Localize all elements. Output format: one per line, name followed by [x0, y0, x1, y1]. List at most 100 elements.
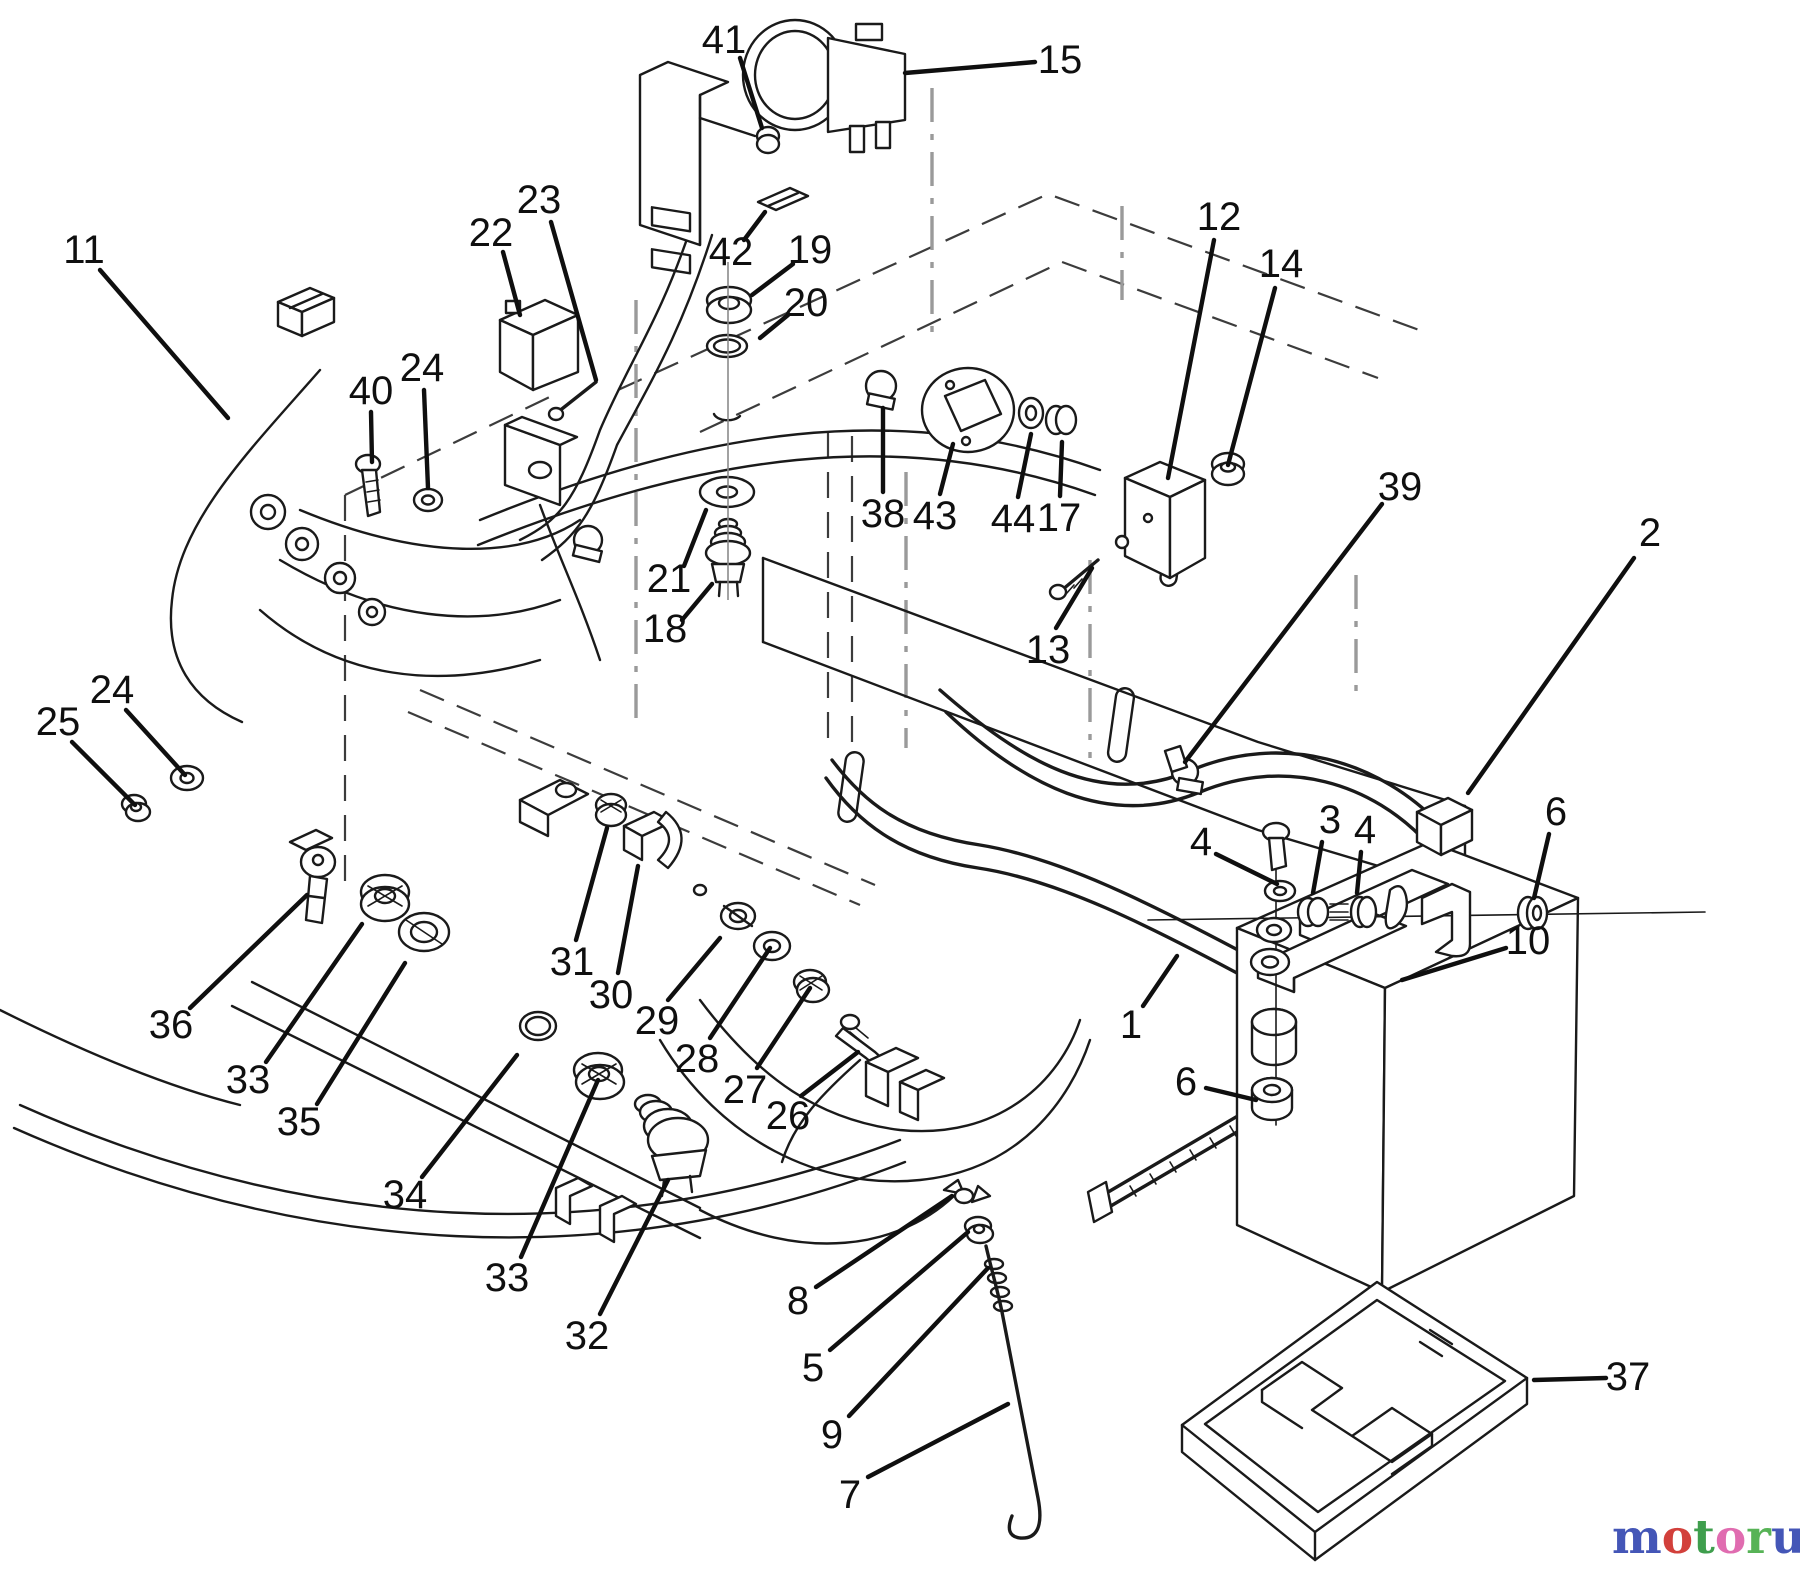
callout-label-9: 9 [821, 1413, 843, 1457]
terminal-bracket [1420, 882, 1472, 958]
battery-cables [824, 688, 1447, 982]
callout-label-10: 10 [1506, 919, 1551, 963]
callout-leader-40 [368, 409, 375, 465]
callout-label-31: 31 [550, 940, 595, 984]
callout-label-27: 27 [723, 1068, 768, 1112]
wire-harness [0, 228, 1102, 1245]
callout-label-14: 14 [1259, 242, 1304, 286]
callout-label-24: 24 [90, 668, 135, 712]
callout-label-29: 29 [635, 999, 680, 1043]
callout-leader-3 [1310, 839, 1325, 896]
gauge-plate [920, 366, 1016, 454]
solenoid-module [1114, 460, 1207, 580]
clamp-mid [571, 524, 604, 564]
callout-label-26: 26 [766, 1094, 811, 1138]
callout-leader-43 [937, 441, 956, 497]
wing-bolt-8 [942, 1178, 992, 1205]
washer-35 [397, 911, 451, 953]
callout-label-4: 4 [1354, 808, 1376, 852]
ring-terminals [249, 493, 387, 627]
watermark-motoruf: motoruf.de [1612, 1510, 1800, 1565]
callout-leader-13 [1053, 565, 1095, 631]
callout-label-20: 20 [784, 281, 829, 325]
terminal-bolt-stack [1249, 821, 1297, 1126]
battery-tray [1180, 1280, 1529, 1562]
callout-label-17: 17 [1037, 496, 1082, 540]
callout-label-37: 37 [1606, 1355, 1651, 1399]
callout-label-11: 11 [63, 228, 105, 272]
callout-label-1: 1 [1120, 1003, 1142, 1047]
washer-24-bottom [169, 764, 205, 792]
bolt-3 [1296, 896, 1349, 928]
callout-leader-37 [1531, 1375, 1609, 1383]
callout-label-13: 13 [1026, 628, 1071, 672]
callout-label-23: 23 [517, 178, 562, 222]
callout-label-7: 7 [839, 1473, 861, 1517]
callout-leader-11 [97, 267, 231, 421]
axis-hardware [1147, 882, 1706, 958]
callout-label-42: 42 [709, 230, 754, 274]
bolt [1267, 836, 1288, 872]
switch-body-30 [622, 810, 683, 870]
callout-leader-44 [1015, 431, 1034, 500]
relay [498, 298, 580, 392]
callout-label-36: 36 [149, 1003, 194, 1047]
terminal-block-31 [518, 778, 590, 838]
callout-leader-20 [757, 312, 791, 341]
nut-6-right [1516, 895, 1549, 931]
nut-19 [705, 285, 753, 325]
callout-leader-33 [518, 1077, 601, 1260]
callout-label-44: 44 [991, 497, 1036, 541]
callout-label-28: 28 [675, 1037, 720, 1081]
callout-leader-6 [1203, 1085, 1259, 1103]
battery [1235, 840, 1580, 1294]
callout-leader-8 [813, 1193, 955, 1290]
washer-44 [1017, 396, 1045, 430]
nut-33-lower [572, 1051, 626, 1101]
screw-13 [1048, 558, 1100, 601]
callout-leader-14 [1225, 285, 1278, 468]
callout-label-30: 30 [589, 973, 634, 1017]
callout-leader-21 [681, 507, 709, 569]
nut-41 [755, 125, 781, 155]
nut-17 [1044, 404, 1078, 436]
callout-label-6: 6 [1545, 790, 1567, 834]
key-switch-32 [554, 1093, 710, 1244]
cable-hook-end [1384, 884, 1409, 930]
callout-label-40: 40 [349, 369, 394, 413]
callout-leader-32 [597, 1177, 671, 1317]
callout-label-25: 25 [36, 700, 81, 744]
o-ring-20 [705, 333, 749, 359]
callout-leader-6 [1531, 831, 1552, 901]
connector-boot-2 [1415, 796, 1474, 857]
callout-leader-24 [123, 707, 188, 778]
tray-h-ridge [1260, 1360, 1434, 1464]
nut-27 [792, 968, 831, 1004]
harness-connector-11 [276, 286, 336, 338]
callout-leader-23 [548, 219, 599, 383]
callout-leader-12 [1165, 237, 1217, 481]
retainer-ring [712, 412, 742, 422]
callout-leader-17 [1057, 439, 1065, 499]
top-bracket [638, 60, 781, 275]
callout-label-2: 2 [1639, 511, 1661, 555]
cable-clamp-38 [864, 369, 898, 411]
connector-housings [864, 1046, 946, 1122]
callout-leader-10 [1399, 945, 1509, 983]
callout-label-22: 22 [469, 211, 514, 255]
o-ring-34 [518, 1010, 558, 1042]
callout-label-21: 21 [647, 557, 692, 601]
callout-label-39: 39 [1378, 465, 1423, 509]
callout-leader-30 [615, 863, 641, 976]
j-rod-7 [983, 1244, 1042, 1540]
callout-label-12: 12 [1197, 195, 1242, 239]
callout-leader-36 [187, 892, 310, 1011]
callout-leader-4 [1213, 851, 1280, 887]
callout-leader-41 [737, 55, 765, 131]
callout-label-38: 38 [861, 492, 906, 536]
lock-washer-4 [1349, 895, 1378, 929]
callout-label-19: 19 [788, 228, 833, 272]
switch-bracket [503, 415, 579, 507]
